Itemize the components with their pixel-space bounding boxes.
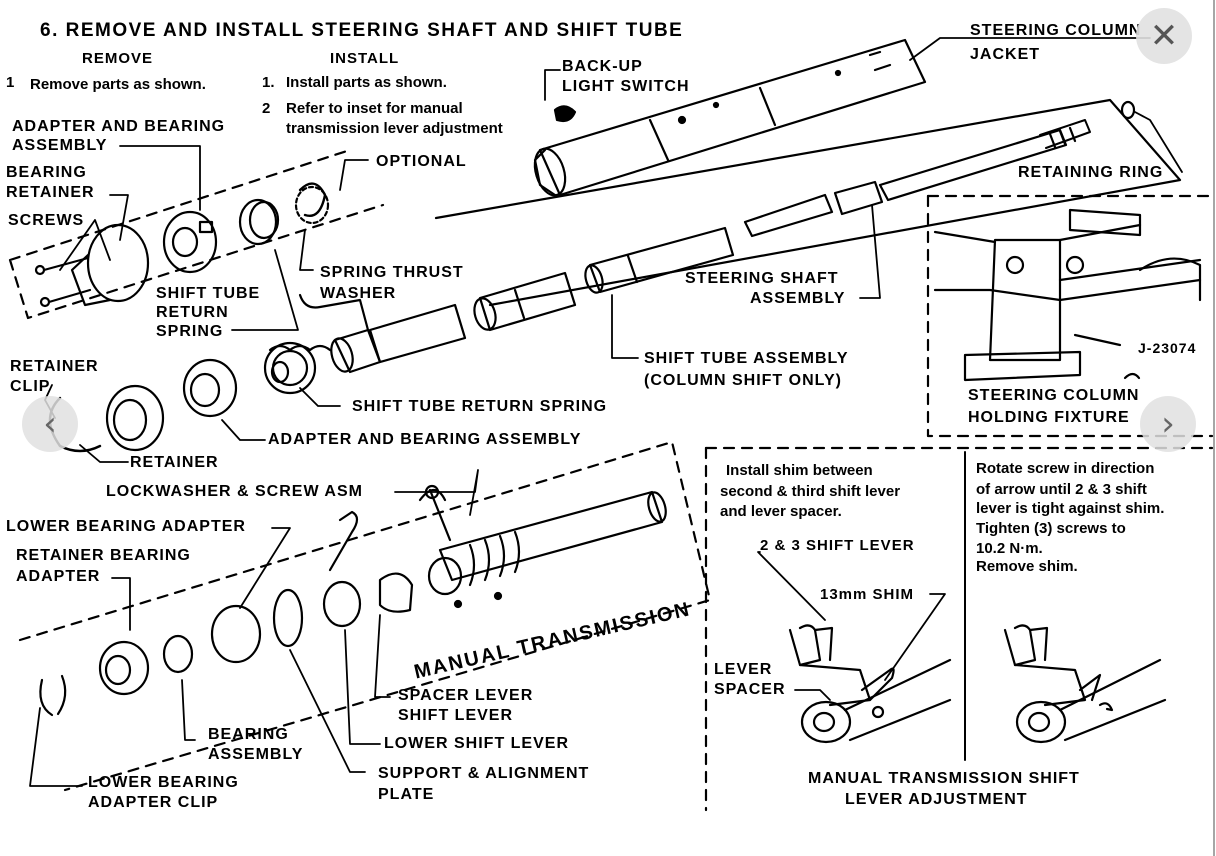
install-heading: INSTALL [330, 50, 400, 67]
install-step-2-line-2: transmission lever adjustment [286, 120, 503, 137]
steering-shaft-assembly [743, 100, 1136, 238]
label-shift-tube-return-1: SHIFT TUBE [156, 285, 261, 302]
label-retaining-ring: RETAINING RING [1018, 164, 1164, 181]
manual-transmission-box [18, 440, 712, 792]
label-bearing-assembly-2: ASSEMBLY [208, 746, 304, 763]
close-button[interactable]: ✕ [1136, 8, 1192, 64]
install-step-1-number: 1. [262, 74, 275, 91]
label-retainer-bearing-2: ADAPTER [16, 568, 101, 585]
close-icon: ✕ [1149, 16, 1179, 56]
inset-right-note-1: Rotate screw in direction [976, 460, 1155, 477]
label-adapter-bearing-2: ASSEMBLY [12, 137, 108, 154]
inset-right-note-4: Tighten (3) screws to [976, 520, 1126, 537]
chevron-left-icon: ‹ [43, 404, 57, 444]
label-spacer-lever: SPACER LEVER [398, 687, 534, 704]
inset-label-shift-lever-23: 2 & 3 SHIFT LEVER [760, 537, 915, 554]
label-support-plate-1: SUPPORT & ALIGNMENT [378, 765, 590, 782]
previous-image-button[interactable]: ‹ [22, 396, 78, 452]
upper-bearing-parts [34, 182, 330, 308]
shift-tube-assembly [298, 226, 735, 374]
inset-caption-2: LEVER ADJUSTMENT [845, 791, 1028, 808]
label-spring-thrust-2: WASHER [320, 285, 397, 302]
label-shift-tube-assembly-1: SHIFT TUBE ASSEMBLY [644, 350, 849, 367]
label-holding-fixture-1: STEERING COLUMN [968, 387, 1140, 404]
install-step-2-line-1: Refer to inset for manual [286, 100, 463, 117]
holding-fixture-inset [926, 194, 1214, 438]
label-support-plate-2: PLATE [378, 786, 435, 803]
lever-adjustment-inset [704, 446, 1214, 812]
label-spring-thrust-1: SPRING THRUST [320, 264, 464, 281]
label-shift-lever: SHIFT LEVER [398, 707, 514, 724]
label-back-up-2: LIGHT SWITCH [562, 78, 690, 95]
inset-right-note-6: Remove shim. [976, 558, 1078, 575]
inset-label-shim: 13mm SHIM [820, 586, 915, 603]
label-adapter-bearing-1: ADAPTER AND BEARING [12, 118, 226, 135]
label-back-up-1: BACK-UP [562, 58, 643, 75]
chevron-right-icon: › [1161, 404, 1175, 444]
inset-right-note-2: of arrow until 2 & 3 shift [976, 481, 1147, 498]
install-step-2-number: 2 [262, 100, 271, 117]
remove-step-1-text: Remove parts as shown. [30, 76, 206, 93]
label-steering-shaft-1: STEERING SHAFT [685, 270, 839, 287]
procedure-title: 6. REMOVE AND INSTALL STEERING SHAFT AND… [40, 20, 684, 41]
label-bearing-retainer-2: RETAINER [6, 184, 95, 201]
label-screws: SCREWS [8, 212, 85, 229]
steering-column-jacket [533, 38, 927, 197]
label-steering-shaft-2: ASSEMBLY [750, 290, 846, 307]
inset-left-note-1: Install shim between [726, 462, 873, 479]
label-retainer: RETAINER [130, 454, 219, 471]
label-steering-column-jacket-2: JACKET [970, 46, 1041, 63]
jacket-plane [434, 98, 1182, 307]
label-holding-fixture-2: HOLDING FIXTURE [968, 409, 1130, 426]
label-lower-bearing-clip-2: ADAPTER CLIP [88, 794, 219, 811]
label-lower-bearing-clip-1: LOWER BEARING [88, 774, 239, 791]
label-shift-tube-return-3: SPRING [156, 323, 224, 340]
remove-heading: REMOVE [82, 50, 154, 67]
label-retainer-clip-2: CLIP [10, 378, 51, 395]
label-optional: OPTIONAL [376, 153, 467, 170]
remove-step-1-number: 1 [6, 74, 15, 91]
inset-label-lever-spacer-1: LEVER [714, 661, 773, 678]
inset-right-note-3: lever is tight against shim. [976, 500, 1165, 517]
inset-right-note-5: 10.2 N·m. [976, 540, 1043, 557]
label-tool-number: J-23074 [1138, 340, 1197, 356]
label-bearing-assembly-1: BEARING [208, 726, 289, 743]
inset-caption-1: MANUAL TRANSMISSION SHIFT [808, 770, 1080, 787]
inset-left-note-2: second & third shift lever [720, 483, 901, 500]
label-lower-bearing-adapter: LOWER BEARING ADAPTER [6, 518, 246, 535]
label-retainer-bearing-1: RETAINER BEARING [16, 547, 191, 564]
label-shift-tube-assembly-2: (COLUMN SHIFT ONLY) [644, 372, 842, 389]
label-bearing-retainer-1: BEARING [6, 164, 87, 181]
label-adapter-bearing-assembly: ADAPTER AND BEARING ASSEMBLY [268, 431, 582, 448]
manual-transmission-parts [39, 484, 667, 717]
label-shift-tube-return-2: RETURN [156, 304, 229, 321]
label-steering-column-jacket-1: STEERING COLUMN [970, 22, 1142, 39]
label-shift-tube-return-spring: SHIFT TUBE RETURN SPRING [352, 398, 608, 415]
leader-lines [29, 37, 1183, 787]
next-image-button[interactable]: › [1140, 396, 1196, 452]
inset-label-lever-spacer-2: SPACER [714, 681, 786, 698]
inset-left-note-3: and lever spacer. [720, 503, 842, 520]
label-retainer-clip-1: RETAINER [10, 358, 99, 375]
label-lockwasher-screw: LOCKWASHER & SCREW ASM [106, 483, 363, 500]
install-step-1-text: Install parts as shown. [286, 74, 447, 91]
label-lower-shift-lever: LOWER SHIFT LEVER [384, 735, 569, 752]
